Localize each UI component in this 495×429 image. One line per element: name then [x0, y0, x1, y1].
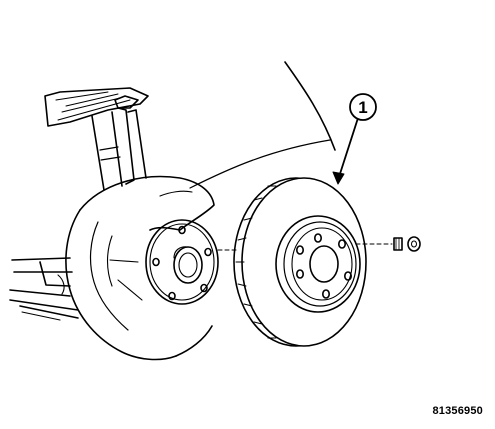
callout-circle — [349, 93, 377, 121]
fender-outline — [284, 61, 336, 151]
callout-number: 1 — [358, 98, 367, 117]
wheel-stud — [204, 247, 212, 257]
rotor-lug-hole — [321, 289, 330, 299]
wheel-stud — [178, 225, 186, 235]
brake-rotor — [233, 177, 367, 347]
retaining-screw — [355, 236, 421, 252]
wheel-stud — [168, 291, 176, 301]
callout-1: 1 — [332, 93, 377, 185]
strut — [91, 107, 147, 191]
fender-outline-inner — [189, 139, 331, 189]
rotor-lug-hole — [295, 245, 304, 255]
wheel-stud — [152, 257, 160, 267]
wheel-hub — [145, 219, 219, 305]
upper-suspension — [44, 87, 149, 127]
rotor-lug-hole — [343, 271, 352, 281]
rotor-lug-hole — [313, 233, 322, 243]
callout-leader — [337, 117, 359, 181]
rotor-lug-hole — [295, 269, 304, 279]
rotor-lug-hole — [337, 239, 346, 249]
figure-id: 81356950 — [432, 405, 483, 417]
lower-control-arm — [9, 257, 79, 321]
callout-arrowhead — [332, 171, 345, 185]
splash-shield — [65, 175, 215, 361]
wheel-stud — [200, 283, 208, 293]
